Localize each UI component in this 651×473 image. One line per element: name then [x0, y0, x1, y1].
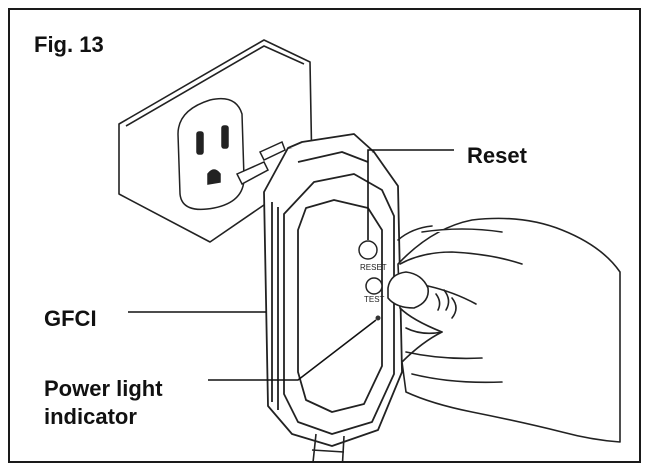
reset-callout-line — [367, 149, 454, 240]
power-callout-line — [208, 319, 377, 381]
wall-outlet — [177, 97, 245, 211]
test-button-text: TEST — [364, 295, 385, 304]
figure-frame: Fig. 13 Reset GFCI Power light indicator… — [8, 8, 641, 463]
power-light-indicator-label: Power light indicator — [44, 376, 163, 429]
power-cord — [311, 433, 345, 461]
test-button[interactable] — [365, 277, 383, 295]
hand-illustration — [387, 217, 621, 443]
power-light-indicator — [375, 315, 381, 321]
gfci-illustration — [118, 39, 621, 461]
reset-button[interactable] — [358, 240, 378, 260]
gfci-label: GFCI — [44, 306, 97, 331]
button-text-layer: RESET TEST — [360, 263, 387, 304]
callout-lines — [128, 149, 454, 381]
figure-title: Fig. 13 — [34, 32, 104, 57]
reset-button-text: RESET — [360, 263, 387, 272]
reset-label: Reset — [467, 143, 527, 168]
plug-prongs — [235, 140, 286, 186]
